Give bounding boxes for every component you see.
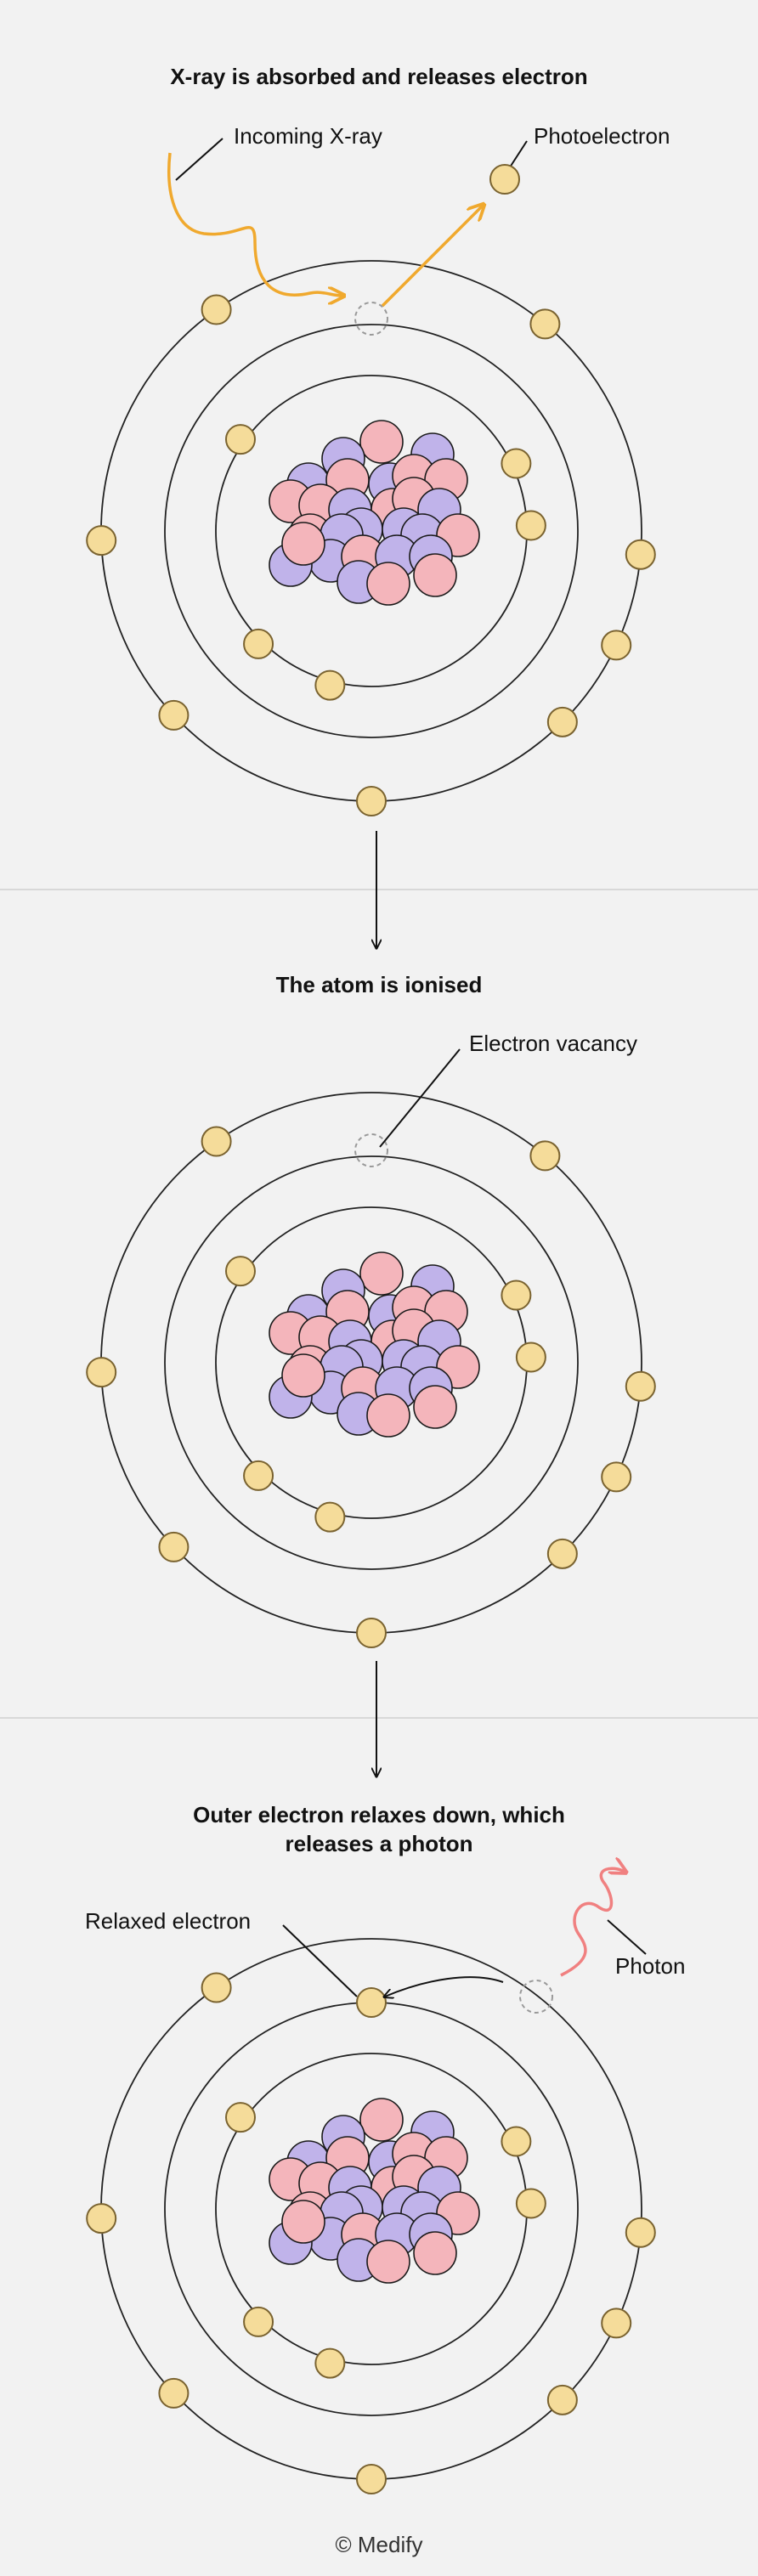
electron xyxy=(515,510,546,541)
panel3-title-line1: Outer electron relaxes down, which xyxy=(193,1802,565,1827)
electron xyxy=(625,2217,656,2248)
electron xyxy=(501,1280,532,1311)
orbit-shell xyxy=(164,1155,579,1570)
photon-label: Photon xyxy=(615,1953,686,1979)
proton xyxy=(359,2098,404,2142)
incoming-xray-label: Incoming X-ray xyxy=(234,123,382,149)
photoelectron-path xyxy=(381,206,483,308)
electron xyxy=(86,525,117,556)
incoming-xray-path xyxy=(167,152,342,296)
vacancy-marker xyxy=(354,302,388,336)
xray-label-leader xyxy=(175,138,223,181)
electron xyxy=(546,706,578,737)
electron xyxy=(501,2126,532,2157)
electron xyxy=(529,1140,561,1172)
electron xyxy=(201,1972,232,2003)
electron xyxy=(86,2203,117,2234)
proton xyxy=(281,2200,325,2244)
electron xyxy=(243,1460,274,1491)
electron xyxy=(158,699,190,731)
electron xyxy=(86,1357,117,1388)
photoelectron-label: Photoelectron xyxy=(534,123,670,149)
photoelectron xyxy=(489,164,520,195)
electron xyxy=(224,2102,256,2133)
electron xyxy=(515,1342,546,1373)
proton xyxy=(359,420,404,464)
electron xyxy=(201,1126,232,1157)
electron xyxy=(529,308,561,340)
electron xyxy=(224,424,256,455)
electron xyxy=(625,539,656,570)
relaxed-electron-label: Relaxed electron xyxy=(85,1908,252,1934)
electron xyxy=(515,2188,546,2219)
panel2-title: The atom is ionised xyxy=(275,972,483,997)
photon-path xyxy=(560,1868,625,1977)
electron xyxy=(243,2306,274,2337)
atom-panel-2 xyxy=(86,1092,656,1648)
electron xyxy=(224,1256,256,1287)
electron xyxy=(625,1370,656,1402)
vacancy-label-leader xyxy=(379,1048,461,1148)
electron xyxy=(356,1618,387,1648)
electron xyxy=(601,2308,632,2339)
proton xyxy=(359,1251,404,1296)
electron xyxy=(601,630,632,661)
electron xyxy=(501,448,532,479)
panel3-title-line2: releases a photon xyxy=(285,1831,473,1856)
electron xyxy=(356,1987,387,2018)
proton xyxy=(413,553,457,597)
atom-panel-3 xyxy=(86,1938,656,2494)
electron xyxy=(356,2464,387,2494)
photoelectron-label-leader xyxy=(507,140,528,171)
electron xyxy=(243,628,274,659)
vacancy-marker xyxy=(519,1980,553,2014)
panel1-title: X-ray is absorbed and releases electron xyxy=(170,64,588,89)
relaxation-arrow xyxy=(385,1976,504,1997)
proton xyxy=(281,1353,325,1398)
electron xyxy=(314,1501,346,1533)
atom-panel-1 xyxy=(86,260,656,816)
electron xyxy=(546,2384,578,2415)
electron xyxy=(601,1461,632,1493)
electron xyxy=(158,1531,190,1562)
electron xyxy=(314,2347,346,2379)
proton xyxy=(366,562,410,606)
electron xyxy=(158,2377,190,2409)
electron xyxy=(356,786,387,816)
proton xyxy=(366,2240,410,2284)
photon-label-leader xyxy=(607,1919,647,1955)
electron-vacancy-label: Electron vacancy xyxy=(469,1031,637,1056)
proton xyxy=(366,1393,410,1438)
electron xyxy=(314,669,346,701)
vacancy-marker xyxy=(354,1133,388,1167)
electron xyxy=(201,294,232,325)
footer-copyright: © Medify xyxy=(335,2532,423,2557)
proton xyxy=(281,522,325,566)
relaxed-label-leader xyxy=(282,1924,358,1997)
electron xyxy=(546,1538,578,1569)
proton xyxy=(413,2231,457,2275)
orbit-shell xyxy=(164,324,579,738)
proton xyxy=(413,1385,457,1429)
